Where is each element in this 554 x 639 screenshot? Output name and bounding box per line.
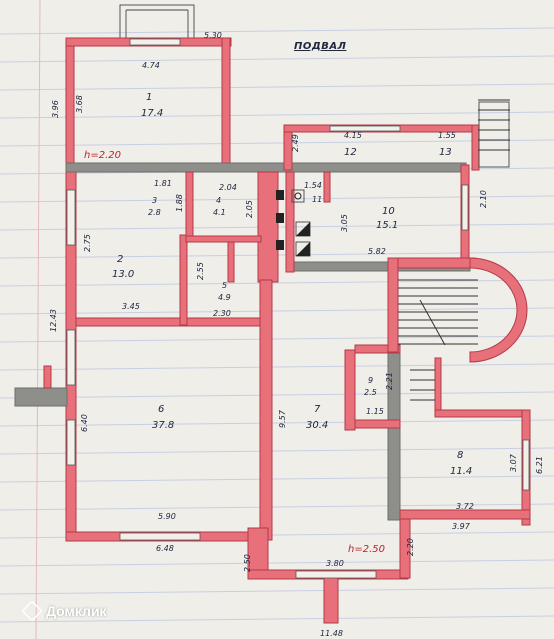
dimension-label: 12.43 (49, 309, 58, 332)
room-number: 9 (368, 376, 373, 385)
dimension-label: 2.04 (219, 183, 237, 192)
dimension-label: 3.05 (340, 214, 349, 232)
dimension-label: 6.48 (156, 544, 174, 553)
dimension-label: 5.90 (158, 512, 176, 521)
room-number: 13 (439, 147, 452, 158)
room-area: 37.8 (152, 420, 174, 431)
room-number: 10 (382, 206, 395, 217)
room-number: 8 (457, 450, 463, 461)
dimension-label: 2.55 (196, 262, 205, 280)
room-area: 4.9 (218, 293, 231, 302)
room-area: 2.8 (148, 208, 161, 217)
dimension-label: 2.75 (83, 234, 92, 252)
windows (66, 38, 530, 579)
room-number: 7 (314, 404, 321, 415)
equipment-symbols (276, 189, 311, 257)
dimension-label: 3.96 (51, 100, 60, 118)
dimension-label: 5.82 (368, 247, 386, 256)
height-label-1: h=2.20 (84, 150, 121, 161)
room-number: 5 (222, 281, 227, 290)
watermark-text: Домклик (46, 603, 107, 619)
room-area: 13.0 (112, 269, 134, 280)
room-number: 1 (146, 92, 152, 103)
dimension-label: 3.97 (452, 522, 471, 531)
dimension-label: 3.72 (456, 502, 474, 511)
dimension-label: 1.54 (304, 181, 322, 190)
dimension-label: 1.81 (154, 179, 172, 188)
dimension-label: 4.74 (142, 61, 160, 70)
dimension-label: 3.68 (75, 95, 84, 113)
top-entrance (119, 4, 195, 44)
dimension-label: 1.55 (438, 131, 456, 140)
watermark: Домклик (21, 600, 107, 622)
room-number: 2 (117, 254, 123, 265)
walls (14, 37, 531, 624)
dimension-label: 2.49 (291, 134, 300, 152)
dimension-label: 3.07 (509, 453, 518, 472)
room-area: 4.1 (213, 208, 226, 217)
room-number: 4 (216, 196, 221, 205)
room-area: 2.5 (364, 388, 377, 397)
dimension-label: 2.30 (213, 309, 231, 318)
room-area: 17.4 (141, 108, 163, 119)
dimension-label: 5.30 (204, 31, 222, 40)
dimension-label: 9.57 (278, 409, 287, 428)
room-area: 11.4 (450, 466, 472, 477)
dimension-label: 3.80 (326, 559, 344, 568)
room-area: 15.1 (376, 220, 398, 231)
plan-title: ПОДВАЛ (294, 41, 347, 52)
dimension-label: 2.50 (243, 554, 252, 572)
domclick-logo-icon (21, 600, 43, 622)
dimension-label: 4.15 (344, 131, 362, 140)
room-number: 6 (158, 404, 164, 415)
dimension-label: 2.21 (385, 372, 394, 390)
dimension-label: 2.10 (479, 190, 488, 208)
room-area: 30.4 (306, 420, 328, 431)
dimension-label: 2.20 (406, 538, 415, 556)
dimension-label: 6.40 (80, 414, 89, 432)
dimension-label: 1.88 (175, 194, 184, 212)
internal-stair (398, 99, 510, 401)
dimension-label: 11.48 (320, 629, 343, 638)
height-label-2: h=2.50 (348, 544, 385, 555)
room-number: 3 (152, 196, 157, 205)
dimension-label: 6.21 (535, 456, 544, 474)
dimension-label: 1.15 (366, 407, 384, 416)
dimension-label: 2.05 (245, 200, 254, 218)
dimension-label: 3.45 (122, 302, 140, 311)
room-number: 12 (344, 147, 357, 158)
room-number: 11 (312, 195, 322, 204)
